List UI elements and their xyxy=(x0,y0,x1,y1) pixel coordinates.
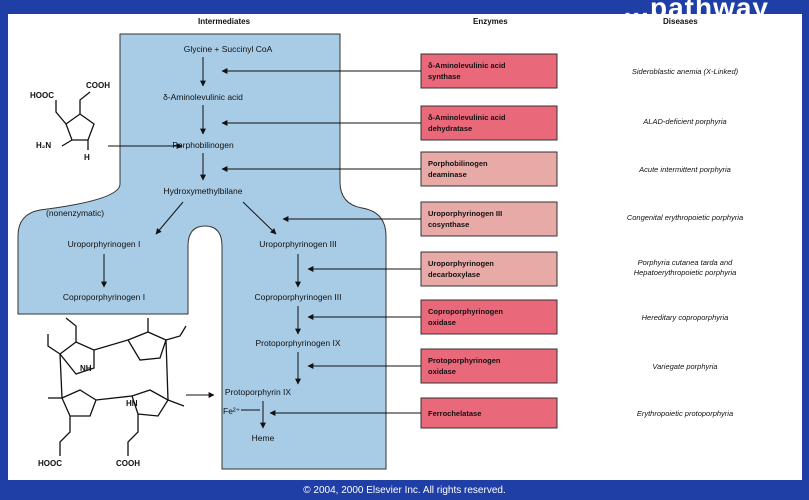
pbg-h2n: H₂N xyxy=(36,141,51,150)
heme-pathway-diagram: Intermediates Enzymes Diseases Glycine +… xyxy=(17,17,743,470)
arrow-nonenzymatic xyxy=(155,201,184,235)
disease-4: Congenital erythropoietic porphyria xyxy=(627,213,743,222)
enzyme-uros-l2: cosynthase xyxy=(428,220,469,229)
title-band: ...pathway xyxy=(0,0,809,23)
int-coproporphyrinogen-i: Coproporphyrinogen I xyxy=(63,292,145,302)
heme-nh-1: NH xyxy=(80,364,92,373)
header-enzymes: Enzymes xyxy=(473,17,508,26)
int-ala: δ-Aminolevulinic acid xyxy=(163,92,243,102)
enzyme-pbgd-l1: Porphobilinogen xyxy=(428,159,488,168)
enzyme-box-alas xyxy=(420,53,558,89)
enzyme-fech-l1: Ferrochelatase xyxy=(428,409,481,418)
protoporphyrin-structure xyxy=(47,317,187,456)
enzyme-ppox-l2: oxidase xyxy=(428,367,456,376)
pbg-hooc: HOOC xyxy=(30,91,54,100)
int-uroporphyrinogen-i: Uroporphyrinogen I xyxy=(68,239,141,249)
enzyme-box-uros xyxy=(420,201,558,237)
enzyme-box-cpox xyxy=(420,299,558,335)
header-intermediates: Intermediates xyxy=(198,17,251,26)
int-porphobilinogen: Porphobilinogen xyxy=(172,140,234,150)
enzyme-box-alad xyxy=(420,105,558,141)
disease-3: Acute intermittent porphyria xyxy=(638,165,731,174)
heme-cooh: COOH xyxy=(116,459,140,468)
int-hydroxymethylbilane: Hydroxymethylbilane xyxy=(164,186,243,196)
porphobilinogen-structure xyxy=(55,91,95,150)
compartment-shape xyxy=(17,33,387,470)
disease-6: Hereditary coproporphyria xyxy=(642,313,729,322)
int-uroporphyrinogen-iii: Uroporphyrinogen III xyxy=(259,239,337,249)
enzyme-cpox-l1: Coproporphyrinogen xyxy=(428,307,503,316)
disease-1: Sideroblastic anemia (X-Linked) xyxy=(632,67,739,76)
disease-2: ALAD-deficient porphyria xyxy=(642,117,726,126)
heme-hooc: HOOC xyxy=(38,459,62,468)
pbg-cooh: COOH xyxy=(86,81,110,90)
disease-7: Variegate porphyria xyxy=(652,362,717,371)
disease-8: Erythropoietic protoporphyria xyxy=(637,409,733,418)
enzyme-urod-l2: decarboxylase xyxy=(428,270,480,279)
enzyme-urod-l1: Uroporphyrinogen xyxy=(428,259,494,268)
enzyme-pbgd-l2: deaminase xyxy=(428,170,467,179)
int-heme: Heme xyxy=(252,433,275,443)
enzyme-box-ppox xyxy=(420,348,558,384)
disease-5-line2: Hepatoerythropoietic porphyria xyxy=(634,268,737,277)
enzyme-alas-l2: synthase xyxy=(428,72,461,81)
enzyme-uros-l1: Uroporphyrinogen III xyxy=(428,209,502,218)
int-glycine-succinyl-coa: Glycine + Succinyl CoA xyxy=(184,44,273,54)
enzyme-box-urod xyxy=(420,251,558,287)
int-fe2: Fe²⁺ xyxy=(223,406,241,416)
enzyme-alad-l1: δ-Aminolevulinic acid xyxy=(428,113,506,122)
enzyme-box-pbgd xyxy=(420,151,558,187)
enzyme-alad-l2: dehydratase xyxy=(428,124,472,133)
label-nonenzymatic: (nonenzymatic) xyxy=(46,208,104,218)
heme-nh-2: HN xyxy=(126,399,138,408)
enzyme-ppox-l1: Protoporphyrinogen xyxy=(428,356,501,365)
int-protoporphyrinogen-ix: Protoporphyrinogen IX xyxy=(255,338,340,348)
disease-5-line1: Porphyria cutanea tarda and xyxy=(638,258,733,267)
enzyme-alas-l1: δ-Aminolevulinic acid xyxy=(428,61,506,70)
enzyme-cpox-l2: oxidase xyxy=(428,318,456,327)
arrow-step-4 xyxy=(242,201,277,235)
copyright-footer: © 2004, 2000 Elsevier Inc. All rights re… xyxy=(303,485,506,496)
int-coproporphyrinogen-iii: Coproporphyrinogen III xyxy=(255,292,342,302)
header-diseases: Diseases xyxy=(663,17,698,26)
pbg-h: H xyxy=(84,153,90,162)
figure-panel: Intermediates Enzymes Diseases Glycine +… xyxy=(8,14,802,480)
int-protoporphyrin-ix: Protoporphyrin IX xyxy=(225,387,291,397)
enzyme-boxes: δ-Aminolevulinic acid synthase δ-Aminole… xyxy=(420,53,558,429)
